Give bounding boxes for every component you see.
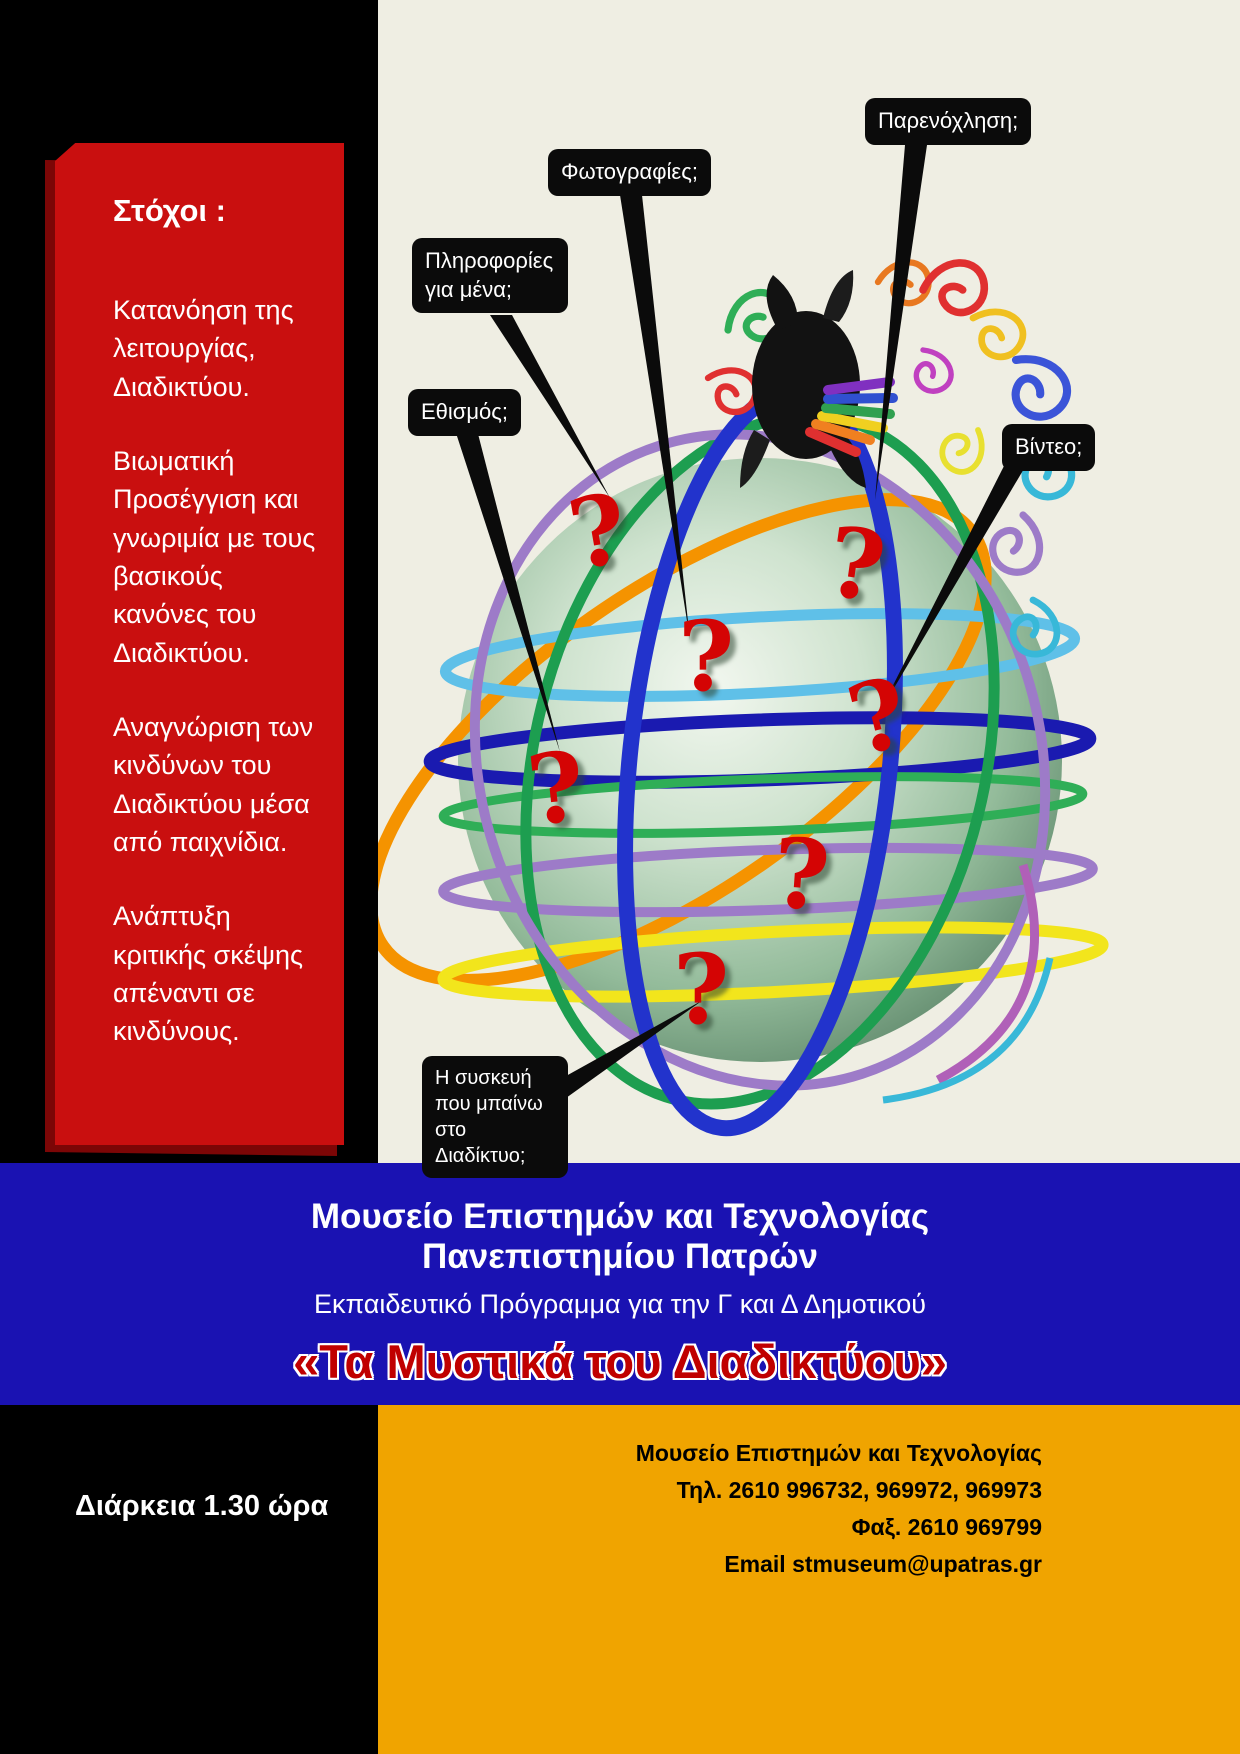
octopus-creature <box>700 259 1078 658</box>
callout-addiction: Εθισμός; <box>408 389 522 436</box>
contact-line-phone: Τηλ. 2610 996732, 969972, 969973 <box>676 1477 1042 1503</box>
contact-line-email: Email stmuseum@upatras.gr <box>724 1551 1042 1577</box>
callout-personal-info: Πληροφορίες για μένα; <box>412 238 568 314</box>
banner: Μουσείο Επιστημών και Τεχνολογίας Πανεπι… <box>0 1163 1240 1405</box>
callout-photos: Φωτογραφίες; <box>548 149 711 196</box>
callout-tails <box>455 145 1028 1098</box>
goals-content: Στόχοι : Κατανόηση της λειτουργίας, Διαδ… <box>55 143 344 1051</box>
poster-title: «Τα Μυστικά του Διαδικτύου» <box>293 1335 947 1388</box>
question-mark: ? <box>769 816 834 933</box>
bottom-left-block: Διάρκεια 1.30 ώρα <box>0 1405 378 1754</box>
program-subtitle: Εκπαιδευτικό Πρόγραμμα για την Γ και Δ Δ… <box>314 1289 926 1319</box>
goals-title: Στόχοι : <box>113 193 226 228</box>
contact-block: Μουσείο Επιστημών και Τεχνολογίας Τηλ. 2… <box>378 1405 1240 1754</box>
illustration-area: ? ? ? ? ? ? ? Πληροφορίες για μένα; Φωτο… <box>378 0 1240 1178</box>
globe-illustration <box>378 145 1109 1137</box>
goal-item: Αναγνώριση των κινδύνων του Διαδικτύου μ… <box>113 711 314 857</box>
goal-item: Ανάπτυξη κριτικής σκέψης απέναντι σε κιν… <box>113 901 304 1047</box>
callout-harassment: Παρενόχληση; <box>865 98 1032 145</box>
callout-video: Βίντεο; <box>1002 424 1096 471</box>
question-mark: ? <box>678 600 735 713</box>
duration-text: Διάρκεια 1.30 ώρα <box>75 1490 329 1522</box>
contact-lines: Μουσείο Επιστημών και Τεχνολογίας Τηλ. 2… <box>636 1435 1042 1583</box>
contact-line-fax: Φαξ. 2610 969799 <box>851 1514 1042 1540</box>
museum-name-line2: Πανεπιστημίου Πατρών <box>421 1237 819 1276</box>
question-mark: ? <box>673 933 730 1046</box>
goal-item: Κατανόηση της λειτουργίας, Διαδικτύου. <box>113 295 294 402</box>
callout-device: Η συσκευή που μπαίνω στο Διαδίκτυο; <box>422 1056 568 1178</box>
contact-line-name: Μουσείο Επιστημών και Τεχνολογίας <box>635 1440 1042 1466</box>
museum-name-line1: Μουσείο Επιστημών και Τεχνολογίας <box>310 1197 930 1236</box>
goals-panel: Στόχοι : Κατανόηση της λειτουργίας, Διαδ… <box>55 143 344 1145</box>
question-mark: ? <box>522 729 591 848</box>
goal-item: Βιωματική Προσέγγιση και γνωριμία με του… <box>113 445 316 668</box>
